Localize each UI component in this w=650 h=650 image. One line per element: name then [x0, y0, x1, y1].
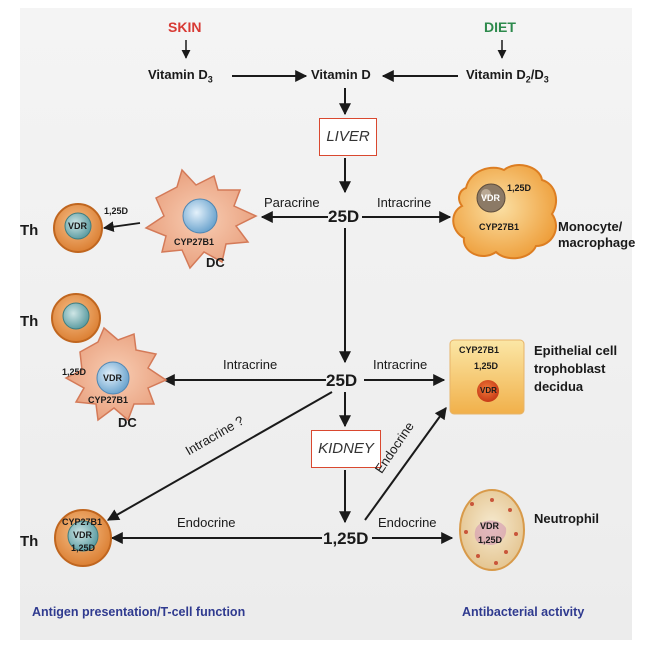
macrophage-label-line1: Monocyte/ — [558, 219, 623, 234]
th-bottom-label: Th — [20, 533, 39, 550]
dc-middle-enzyme: CYP27B1 — [88, 395, 129, 405]
footer-left: Antigen presentation/T-cell function — [32, 605, 246, 619]
vitamin-d2-d3-label: Vitamin D2/D3 — [466, 67, 549, 85]
th-bottom-enzyme: CYP27B1 — [62, 517, 103, 527]
route-endocrine-right: Endocrine — [378, 515, 437, 530]
th-top-label: Th — [20, 222, 39, 239]
dendritic-cell-top — [144, 168, 258, 270]
arrow-25d-intracrine-question — [106, 391, 333, 521]
th-cell-middle — [51, 293, 101, 343]
dc-top-enzyme: CYP27B1 — [174, 237, 215, 247]
epithelial-125d: 1,25D — [474, 361, 499, 371]
neutrophil-125d: 1,25D — [478, 535, 503, 545]
macrophage-label-line2: macrophage — [558, 235, 636, 250]
metabolite-25d-upper: 25D — [328, 207, 360, 226]
route-intracrine-middle-left: Intracrine — [223, 357, 278, 372]
epithelial-cell — [449, 339, 525, 415]
neutrophil-cell — [459, 489, 525, 571]
th-cell-bottom — [54, 509, 112, 567]
macrophage-enzyme: CYP27B1 — [479, 222, 520, 232]
vitamin-d-label: Vitamin D — [311, 67, 371, 82]
arrow-dc-to-th-top — [102, 221, 141, 233]
organ-liver: LIVER — [319, 118, 377, 156]
neutrophil-label: Neutrophil — [534, 511, 599, 526]
th-bottom-125d: 1,25D — [71, 543, 96, 553]
th-middle-label: Th — [20, 313, 39, 330]
dc-top-label: DC — [206, 255, 225, 270]
macrophage-vdr: VDR — [481, 193, 501, 203]
arrow-125d-endocrine-epithelial — [364, 407, 447, 521]
epithelial-enzyme: CYP27B1 — [459, 345, 500, 355]
route-paracrine: Paracrine — [264, 195, 320, 210]
metabolite-25d-middle: 25D — [326, 371, 358, 390]
dendritic-cell-middle — [64, 326, 168, 422]
source-diet: DIET — [484, 19, 516, 35]
macrophage-cell — [452, 164, 558, 260]
route-endocrine-left: Endocrine — [177, 515, 236, 530]
th-bottom-vdr: VDR — [73, 530, 93, 540]
th-cell-top — [53, 203, 103, 253]
epithelial-label-line1: Epithelial cell — [534, 343, 618, 358]
organ-kidney: KIDNEY — [311, 430, 381, 468]
footer-right: Antibacterial activity — [462, 605, 585, 619]
dc-middle-125d: 1,25D — [62, 367, 87, 377]
vitamin-d3-label: Vitamin D3 — [148, 67, 213, 85]
macrophage-125d: 1,25D — [507, 183, 532, 193]
dc-middle-vdr: VDR — [103, 373, 123, 383]
neutrophil-vdr: VDR — [480, 521, 500, 531]
th-top-vdr: VDR — [68, 221, 88, 231]
dc-middle-label: DC — [118, 415, 137, 430]
epithelial-vdr: VDR — [480, 386, 497, 395]
route-intracrine-upper-right: Intracrine — [377, 195, 432, 210]
metabolite-125d-bottom: 1,25D — [323, 529, 369, 548]
source-skin: SKIN — [168, 19, 202, 35]
epithelial-label-line2: trophoblast — [534, 361, 606, 376]
route-intracrine-middle-right: Intracrine — [373, 357, 428, 372]
th-top-125d-arrow-label: 1,25D — [104, 206, 129, 216]
epithelial-label-line3: decidua — [534, 379, 584, 394]
